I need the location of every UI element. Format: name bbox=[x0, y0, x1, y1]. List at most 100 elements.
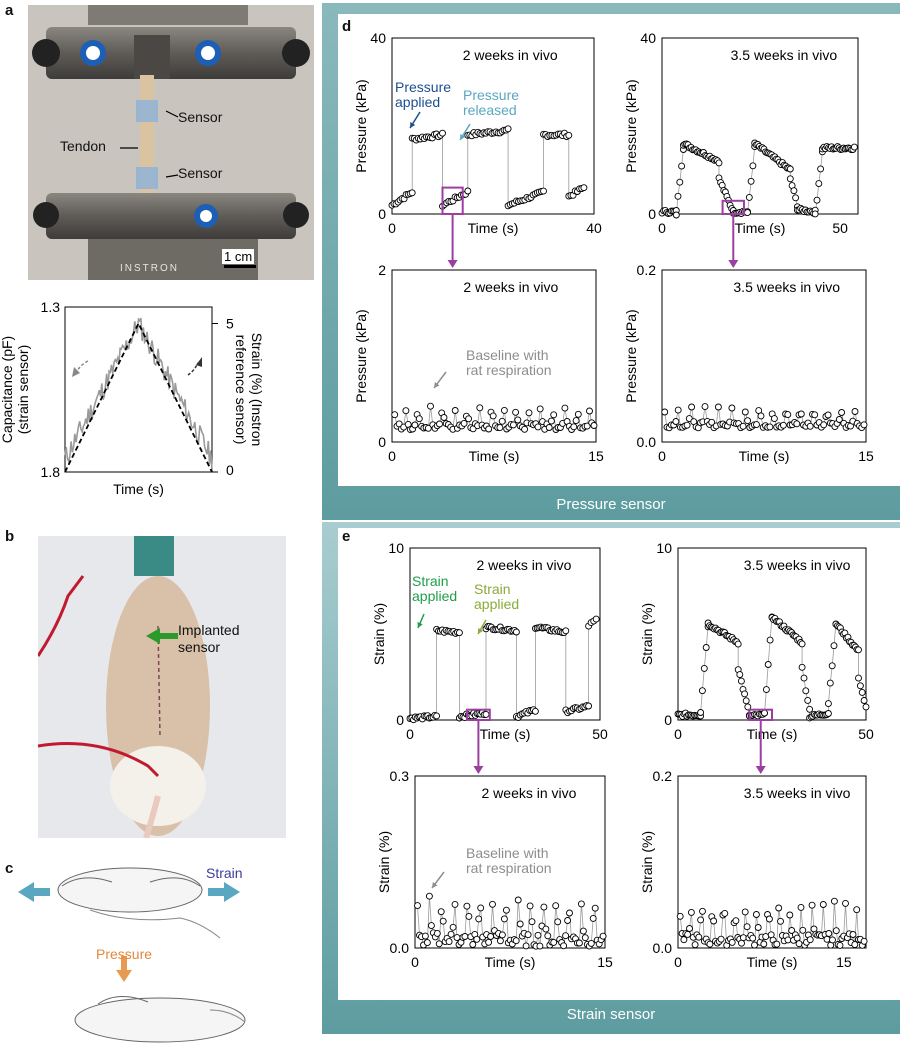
data-point-e4-35 bbox=[741, 908, 749, 916]
pressure-label: Pressure bbox=[96, 946, 153, 962]
right-axis-pointer-head bbox=[196, 357, 202, 367]
data-point-e3-77 bbox=[566, 909, 573, 917]
ylabel-e2: Strain (%) bbox=[639, 603, 655, 665]
xtick-min-d4: 0 bbox=[658, 448, 666, 464]
data-point-e1-44 bbox=[482, 710, 490, 718]
data-point-d4-37 bbox=[744, 417, 752, 425]
data-point-e4-36 bbox=[743, 923, 751, 931]
data-point-e2-41 bbox=[734, 640, 742, 648]
data-point-e2-124 bbox=[855, 646, 862, 654]
data-point-d3-86 bbox=[583, 422, 591, 430]
data-point-e3-56 bbox=[524, 931, 532, 939]
data-point-e3-66 bbox=[544, 932, 552, 940]
data-point-d3-5 bbox=[402, 407, 410, 415]
data-point-e4-40 bbox=[751, 941, 758, 949]
data-point-e3-58 bbox=[528, 918, 536, 926]
data-point-e3-24 bbox=[461, 933, 469, 940]
data-point-d4-61 bbox=[797, 410, 805, 418]
ytick-max-e3: 0.3 bbox=[390, 768, 410, 784]
data-point-e2-105 bbox=[826, 679, 834, 687]
data-point-e4-80 bbox=[825, 930, 833, 937]
data-point-e2-60 bbox=[761, 709, 768, 717]
data-point-d2-87 bbox=[786, 165, 794, 173]
data-point-e3-31 bbox=[475, 915, 483, 923]
xtick-max-e3: 15 bbox=[597, 954, 613, 970]
data-point-d3-20 bbox=[436, 420, 443, 428]
data-point-d4-49 bbox=[770, 415, 778, 423]
data-point-e3-90 bbox=[591, 904, 599, 912]
data-point-d3-58 bbox=[521, 425, 529, 433]
data-point-e4-64 bbox=[795, 940, 803, 948]
data-point-e3-61 bbox=[534, 931, 542, 939]
data-point-e3-84 bbox=[579, 927, 587, 935]
data-point-e3-71 bbox=[554, 918, 562, 926]
plot-frame-a bbox=[64, 306, 213, 473]
data-point-e3-0 bbox=[414, 902, 421, 910]
data-point-d3-27 bbox=[451, 407, 459, 414]
ytick-max-e2: 10 bbox=[656, 540, 672, 556]
data-point-e3-85 bbox=[581, 934, 589, 942]
panel-label-c: c bbox=[5, 860, 14, 877]
ytick-min-e4: 0.0 bbox=[653, 940, 673, 956]
data-point-d3-47 bbox=[496, 424, 504, 432]
data-point-e3-76 bbox=[564, 917, 572, 924]
plot-frame-d4 bbox=[661, 269, 867, 443]
data-point-e4-39 bbox=[749, 934, 757, 942]
data-point-d4-43 bbox=[757, 412, 765, 420]
data-point-e4-2 bbox=[680, 936, 688, 944]
data-point-e4-22 bbox=[717, 935, 725, 943]
data-point-e2-88 bbox=[802, 687, 810, 695]
data-point-e4-65 bbox=[797, 903, 805, 911]
sensor-top-label: Sensor bbox=[178, 109, 223, 125]
data-point-e2-127 bbox=[858, 688, 866, 696]
data-point-e2-18 bbox=[700, 664, 708, 672]
data-point-e3-51 bbox=[514, 896, 522, 904]
data-point-e4-45 bbox=[760, 940, 768, 948]
data-point-d3-70 bbox=[547, 417, 555, 425]
data-point-d3-49 bbox=[500, 406, 508, 414]
data-point-e4-94 bbox=[851, 941, 859, 949]
ylabel-e4: Strain (%) bbox=[639, 831, 655, 893]
ylabel-d2: Pressure (kPa) bbox=[623, 79, 639, 172]
ytick-max-d3: 2 bbox=[378, 262, 386, 278]
data-point-e3-25 bbox=[463, 902, 471, 910]
data-point-e4-84 bbox=[832, 927, 840, 935]
data-point-e3-4 bbox=[421, 932, 429, 940]
data-point-d1-10 bbox=[408, 189, 416, 197]
data-point-d3-65 bbox=[536, 405, 544, 413]
plot-frame-d3 bbox=[391, 269, 597, 443]
data-point-e3-32 bbox=[477, 904, 485, 912]
data-point-d2-62 bbox=[749, 162, 757, 170]
title-e3: 2 weeks in vivo bbox=[482, 785, 577, 801]
data-point-d1-91 bbox=[565, 131, 573, 139]
data-point-e3-26 bbox=[465, 912, 473, 920]
plot-frame-d2 bbox=[661, 37, 859, 215]
data-point-e4-99 bbox=[860, 937, 868, 945]
data-point-e1-62 bbox=[512, 628, 520, 636]
data-point-e1-104 bbox=[585, 702, 593, 710]
xlabel-d4: Time (s) bbox=[739, 448, 790, 464]
data-point-e3-69 bbox=[550, 938, 558, 946]
data-point-e4-95 bbox=[853, 906, 861, 914]
data-point-e2-19 bbox=[702, 644, 710, 651]
data-point-e1-15 bbox=[433, 712, 441, 720]
data-point-e3-16 bbox=[445, 938, 453, 946]
rat-photo-art bbox=[38, 536, 286, 838]
data-point-e3-45 bbox=[502, 906, 510, 914]
title-d1: 2 weeks in vivo bbox=[463, 47, 558, 63]
panel-label-d: d bbox=[342, 18, 352, 35]
ytick-max-e4: 0.2 bbox=[653, 768, 673, 784]
ylabel-e3: Strain (%) bbox=[376, 831, 392, 893]
data-point-e3-83 bbox=[577, 900, 585, 908]
data-point-e4-79 bbox=[823, 935, 831, 943]
arrow-pressure-released-head bbox=[460, 134, 466, 140]
plot-frame-e4 bbox=[677, 775, 867, 949]
data-point-e2-86 bbox=[798, 663, 806, 671]
ytick-min-e3: 0.0 bbox=[390, 940, 410, 956]
plot-frame-d1 bbox=[391, 37, 595, 215]
strain-pressure-cartoon: Strain Pressure bbox=[10, 860, 320, 1054]
data-point-e4-28 bbox=[728, 938, 736, 946]
data-point-e4-52 bbox=[773, 940, 781, 948]
data-point-e2-16 bbox=[697, 709, 705, 716]
